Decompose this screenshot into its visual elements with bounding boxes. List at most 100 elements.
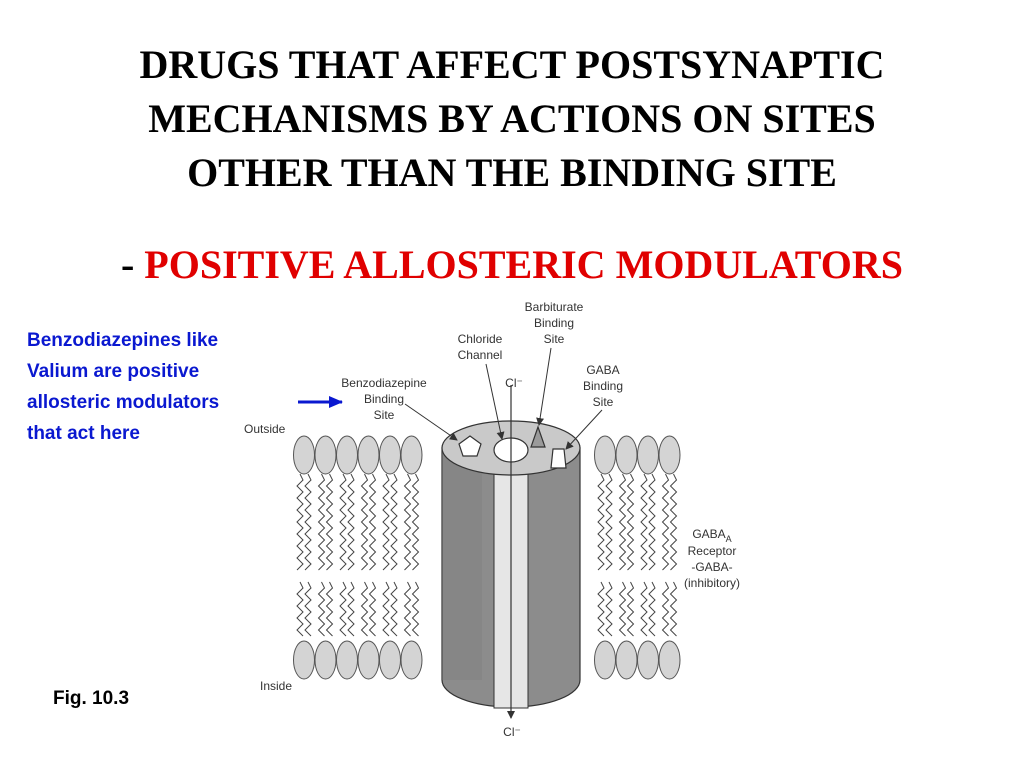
receptor-cylinder <box>441 385 581 719</box>
lipid-tail-lower <box>597 581 605 637</box>
benzodiazepine-site-pentagon <box>458 435 482 457</box>
title-line-3: OTHER THAN THE BINDING SITE <box>187 150 837 195</box>
receptor-label-line-3: -GABA- <box>691 560 732 574</box>
lipid-tail-lower <box>390 581 398 637</box>
lipid-tail-lower <box>296 581 304 637</box>
figure-caption: Fig. 10.3 <box>53 688 130 709</box>
lipid-tail-upper <box>325 473 334 571</box>
callout-line-4: that act here <box>27 423 140 444</box>
benzo-label-line-2: Binding <box>364 392 404 406</box>
lipid-tail-lower <box>411 581 420 637</box>
receptor-label-line-1: GABAA <box>692 527 731 544</box>
gaba-site-label: GABA Binding Site <box>583 363 623 409</box>
callout-line-3: allosteric modulators <box>27 392 220 413</box>
title-line-1: DRUGS THAT AFFECT POSTSYNAPTIC <box>139 42 885 87</box>
lipid-tail-upper <box>317 473 326 571</box>
lipid-tail-upper <box>368 473 377 571</box>
lipid-head-inner <box>594 640 616 680</box>
title-line-2: MECHANISMS BY ACTIONS ON SITES <box>148 96 876 141</box>
lipid-tail-lower <box>347 581 355 637</box>
barbiturate-label-line-3: Site <box>544 332 565 346</box>
lipid-head-inner <box>379 640 401 680</box>
lipid-tail-upper <box>296 473 304 571</box>
lipid-head-outer <box>594 435 616 475</box>
cylinder-shadow <box>442 450 482 680</box>
chloride-channel-label: Chloride Channel <box>458 332 503 362</box>
lipid-head-outer <box>357 435 380 475</box>
callout-line-1: Benzodiazepines like <box>27 330 219 351</box>
lipid-head-outer <box>336 435 358 475</box>
lipid-tail-upper <box>661 473 670 571</box>
lipid-tail-upper <box>304 473 312 571</box>
slide-subtitle: - POSITIVE ALLOSTERIC MODULATORS <box>40 240 984 290</box>
gaba-leader-line <box>565 409 603 450</box>
lipid-tail-lower <box>360 581 369 637</box>
chloride-ion-bottom-label: Cl⁻ <box>503 725 521 739</box>
lipid-tail-upper <box>605 473 613 571</box>
lipid-tail-lower <box>648 581 656 637</box>
inside-label: Inside <box>260 679 292 693</box>
lipid-head-outer <box>293 435 315 475</box>
lipid-tail-upper <box>640 473 648 571</box>
lipid-tail-upper <box>618 473 627 571</box>
lipid-head-outer <box>400 435 423 475</box>
lipid-head-outer <box>658 435 681 475</box>
lipid-tail-lower <box>325 581 334 637</box>
lipid-tail-upper <box>411 473 420 571</box>
lipid-tail-upper <box>648 473 656 571</box>
chloride-label-line-2: Channel <box>458 348 503 362</box>
lipid-head-outer <box>379 435 401 475</box>
outside-label: Outside <box>244 422 286 436</box>
benzo-label-line-1: Benzodiazepine <box>341 376 427 390</box>
subtitle-dash: - <box>120 242 145 287</box>
lipid-head-inner <box>615 640 638 680</box>
gaba-label-line-3: Site <box>593 395 614 409</box>
barbiturate-leader-line <box>536 347 552 426</box>
lipid-tail-lower <box>339 581 347 637</box>
lipid-tail-upper <box>382 473 390 571</box>
lipid-tail-upper <box>669 473 678 571</box>
benzodiazepine-callout: Benzodiazepines like Valium are positive… <box>27 325 297 449</box>
lipid-head-inner <box>637 640 659 680</box>
gaba-label-line-2: Binding <box>583 379 623 393</box>
lipid-tail-lower <box>403 581 412 637</box>
callout-line-2: Valium are positive <box>27 361 200 382</box>
lipid-tail-lower <box>368 581 377 637</box>
benzodiazepine-site-label: Benzodiazepine Binding Site <box>341 376 427 422</box>
lipid-tail-upper <box>626 473 635 571</box>
lipid-head-inner <box>293 640 315 680</box>
lipid-tail-lower <box>669 581 678 637</box>
lipid-tail-lower <box>661 581 670 637</box>
lipid-head-inner <box>357 640 380 680</box>
barbiturate-site-label: Barbiturate Binding Site <box>525 300 584 346</box>
subtitle-text: POSITIVE ALLOSTERIC MODULATORS <box>144 242 904 287</box>
lipid-tail-lower <box>382 581 390 637</box>
chloride-label-line-1: Chloride <box>458 332 503 346</box>
lipid-tail-lower <box>640 581 648 637</box>
lipid-tail-upper <box>597 473 605 571</box>
receptor-label-subscript: A <box>726 534 732 544</box>
receptor-label-main: GABA <box>692 527 725 541</box>
lipid-head-inner <box>658 640 681 680</box>
receptor-label: GABAA Receptor -GABA- (inhibitory) <box>684 527 740 590</box>
lipid-tail-upper <box>347 473 355 571</box>
lipid-head-outer <box>637 435 659 475</box>
barbiturate-site-triangle <box>530 425 546 448</box>
lipid-tail-lower <box>304 581 312 637</box>
lipid-head-inner <box>336 640 358 680</box>
slide-title: DRUGS THAT AFFECT POSTSYNAPTIC MECHANISM… <box>40 38 984 200</box>
lipid-tail-lower <box>605 581 613 637</box>
receptor-label-line-4: (inhibitory) <box>684 576 740 590</box>
lipid-tail-upper <box>390 473 398 571</box>
gaba-site-trapezoid <box>550 448 567 469</box>
barbiturate-label-line-1: Barbiturate <box>525 300 584 314</box>
lipid-tail-lower <box>317 581 326 637</box>
chloride-ion-top-label: Cl⁻ <box>505 376 523 390</box>
gaba-label-line-1: GABA <box>586 363 619 377</box>
lipid-tail-lower <box>618 581 627 637</box>
lipid-tail-upper <box>360 473 369 571</box>
benzo-label-line-3: Site <box>374 408 395 422</box>
lipid-tail-upper <box>339 473 347 571</box>
barbiturate-label-line-2: Binding <box>534 316 574 330</box>
